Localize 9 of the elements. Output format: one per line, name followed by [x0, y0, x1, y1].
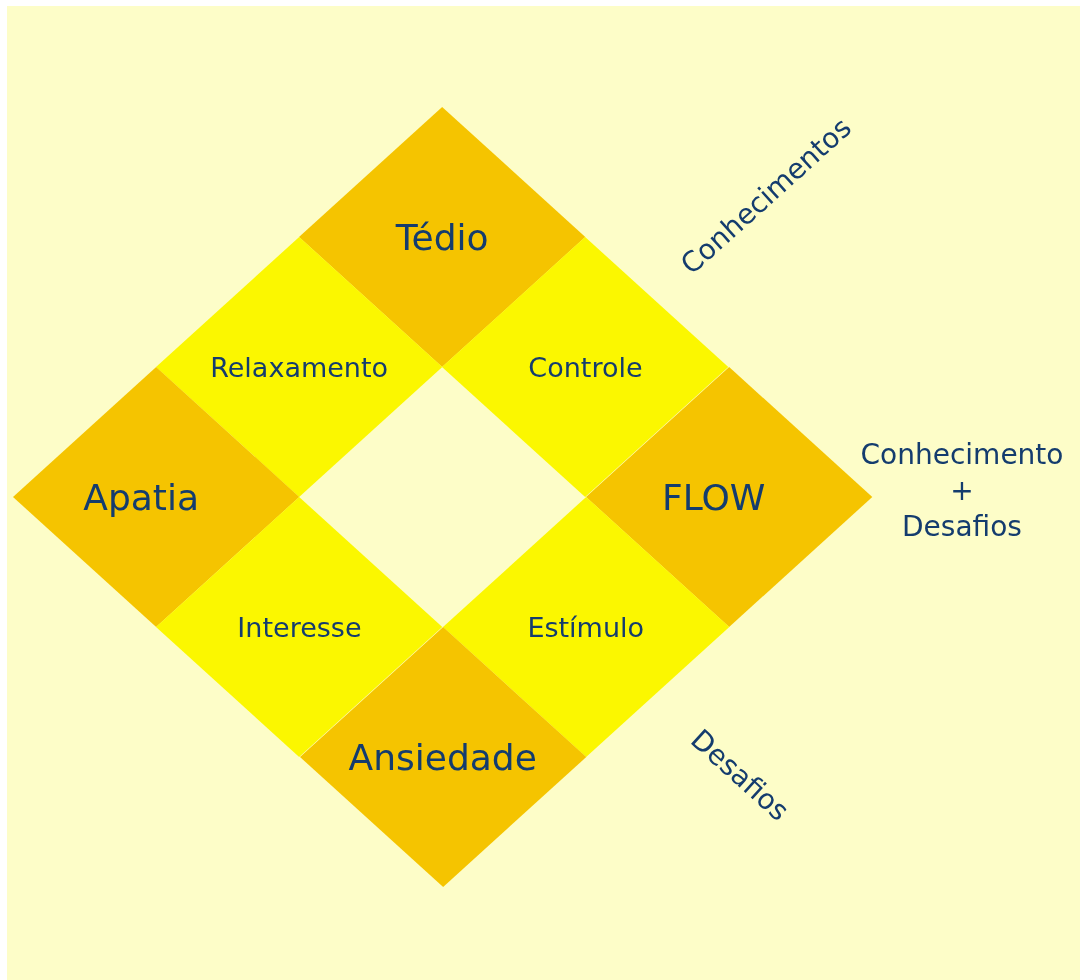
tile-label: Apatia — [83, 476, 199, 518]
tile-label: Controle — [528, 351, 643, 383]
tile-label: FLOW — [662, 476, 766, 518]
tile-label: Relaxamento — [210, 351, 389, 383]
tile-label: Tédio — [395, 216, 489, 258]
tile-label: Interesse — [237, 611, 362, 643]
tile-label: Ansiedade — [348, 736, 537, 778]
tile-label: Estímulo — [527, 611, 645, 643]
axis-label: Conhecimento + Desafios — [859, 437, 1065, 545]
